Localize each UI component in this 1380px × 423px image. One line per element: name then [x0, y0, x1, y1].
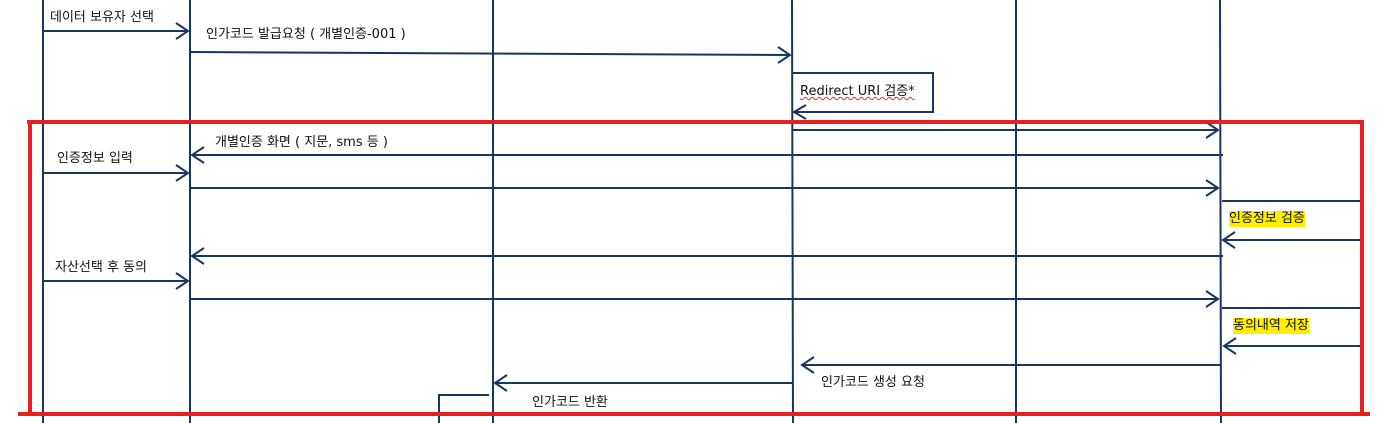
label-enter-credentials: 인증정보 입력	[57, 151, 133, 166]
msg-authcode-generate-arrow	[800, 356, 1221, 374]
msg-forward-arrow-1	[792, 121, 1220, 139]
msg-select-holder-arrow	[43, 22, 190, 40]
msg-return-arrow-1	[190, 247, 1223, 265]
label-verify-credentials: 인증정보 검증	[1229, 211, 1305, 227]
lifeline-4	[791, 0, 794, 423]
label-select-holder: 데이터 보유자 선택	[50, 10, 154, 25]
msg-auth-screen-arrow	[190, 146, 1223, 164]
msg-forward-arrow-2	[190, 179, 1220, 197]
lifeline-6	[1219, 0, 1222, 423]
label-save-consent: 동의내역 저장	[1233, 318, 1309, 334]
msg-authcode-request-arrow	[189, 46, 792, 64]
label-authcode-return: 인가코드 반환	[532, 395, 608, 410]
label-auth-screen: 개별인증 화면 ( 지문, sms 등 )	[215, 135, 388, 150]
msg-verify-credentials-arrow	[1221, 200, 1362, 249]
msg-consent-arrow	[43, 272, 190, 290]
label-redirect-uri-verify: Redirect URI 검증*	[800, 84, 915, 99]
msg-save-consent-arrow	[1222, 307, 1362, 355]
msg-authcode-return-arrow	[493, 374, 792, 392]
label-authcode-request: 인가코드 발급요청 ( 개별인증-001 )	[206, 27, 406, 42]
highlight-box	[18, 120, 1370, 416]
msg-redirect-self-arrow	[792, 72, 934, 120]
msg-state-verify-line	[438, 394, 489, 423]
label-authcode-generate-request: 인가코드 생성 요청	[821, 375, 925, 390]
msg-forward-arrow-3	[190, 290, 1220, 308]
label-select-assets-consent: 자산선택 후 동의	[55, 260, 147, 275]
msg-enter-credentials-arrow	[43, 164, 190, 182]
